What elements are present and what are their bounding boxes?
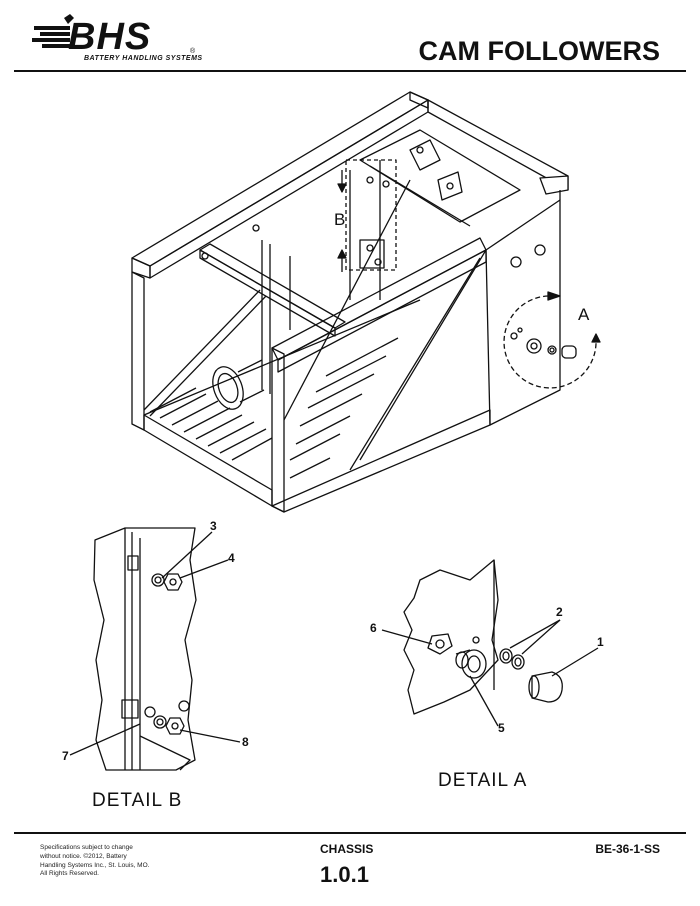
- detail-b-label: DETAIL B: [92, 790, 183, 811]
- callout-6: 6: [370, 621, 377, 635]
- roller-bed: [149, 337, 399, 479]
- callout-8: 8: [242, 735, 249, 749]
- bhs-logo: BHS ® BATTERY HANDLING SYSTEMS: [30, 12, 205, 68]
- page-number: 1.0.1: [320, 862, 369, 887]
- callout-5: 5: [498, 721, 505, 735]
- logo-speed-lines-icon: [32, 14, 74, 48]
- section-name: CHASSIS: [320, 842, 374, 856]
- footer-divider: [14, 832, 686, 834]
- copyright-note: Specifications subject to change without…: [40, 844, 150, 878]
- view-b-indicator: [337, 159, 397, 272]
- trademark-mark: ®: [190, 48, 196, 55]
- detail-b-drawing: [69, 527, 241, 771]
- document-code: BE-36-1-SS: [595, 842, 660, 856]
- view-a-letter: A: [578, 305, 590, 324]
- brand-subtitle: BATTERY HANDLING SYSTEMS: [84, 55, 203, 62]
- view-a-indicator: [503, 291, 601, 389]
- callout-7: 7: [62, 749, 69, 763]
- page-title: CAM FOLLOWERS: [418, 36, 660, 66]
- header-divider: [14, 70, 686, 72]
- brand-name: BHS: [68, 16, 152, 58]
- callout-4: 4: [228, 551, 235, 565]
- callout-2: 2: [556, 605, 563, 619]
- view-b-letter: B: [334, 210, 345, 229]
- chassis-assembly: [131, 91, 569, 513]
- callout-1: 1: [597, 635, 604, 649]
- detail-a-drawing: [381, 559, 599, 727]
- callout-3: 3: [210, 519, 217, 533]
- detail-a-label: DETAIL A: [438, 770, 528, 791]
